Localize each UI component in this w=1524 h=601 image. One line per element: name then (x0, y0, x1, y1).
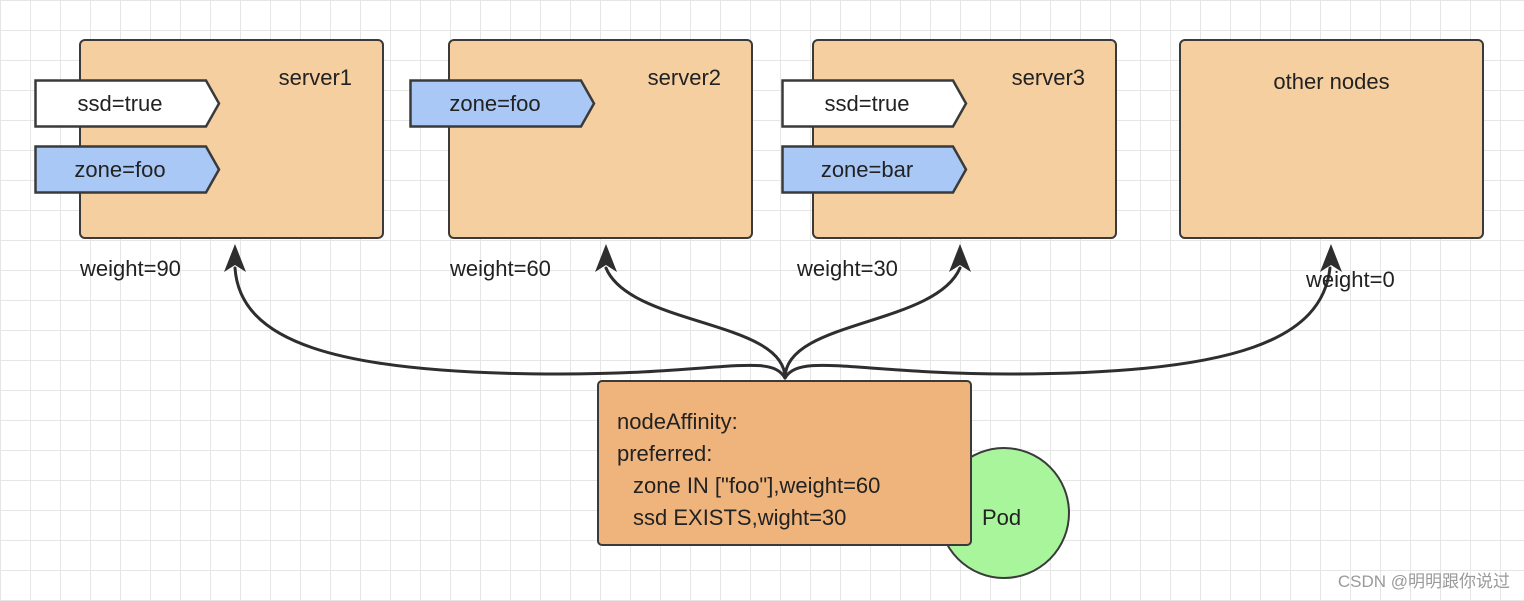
arrow-to-server1 (233, 266, 787, 380)
arrowhead-other-nodes (1320, 244, 1342, 272)
server1-label-ssd: ssd=true (34, 79, 221, 128)
arrow-to-server2 (604, 266, 787, 380)
white-tag-shape (34, 79, 221, 128)
arrow-to-server3 (783, 266, 962, 380)
server3-label-ssd-text: ssd=true (824, 91, 910, 116)
other-nodes-node: other nodes (1179, 39, 1484, 239)
server2-label-zone-text: zone=foo (449, 91, 541, 116)
arrowhead-server1 (224, 244, 246, 272)
affinity-line-3: zone IN ["foo"],weight=60 (633, 473, 881, 498)
server2-node: server2 (448, 39, 753, 239)
pod-label: Pod (982, 505, 1022, 530)
node-affinity-box: nodeAffinity: preferred: zone IN ["foo"]… (597, 380, 972, 546)
affinity-line-2: preferred: (617, 441, 713, 466)
arrowhead-server2 (595, 244, 617, 272)
csdn-watermark: CSDN @明明跟你说过 (1337, 572, 1510, 591)
arrow-to-other-nodes (783, 266, 1332, 380)
server1-node: server1 (79, 39, 384, 239)
server3-label-ssd: ssd=true (781, 79, 968, 128)
server1-title: server1 (278, 65, 352, 90)
server1-label-ssd-text: ssd=true (77, 91, 163, 116)
other-nodes-title: other nodes (1273, 69, 1390, 94)
server3-weight: weight=30 (797, 256, 898, 281)
server2-title: server2 (647, 65, 721, 90)
server1-weight: weight=90 (80, 256, 181, 281)
server3-label-zone-text: zone=bar (820, 157, 914, 182)
arrowhead-server3 (949, 244, 971, 272)
server3-title: server3 (1011, 65, 1085, 90)
server2-weight: weight=60 (450, 256, 551, 281)
server3-label-zone: zone=bar (781, 145, 968, 194)
server1-label-zone: zone=foo (34, 145, 221, 194)
server1-label-zone-text: zone=foo (74, 157, 166, 182)
affinity-line-4: ssd EXISTS,wight=30 (633, 505, 847, 530)
white-tag-shape (781, 79, 968, 128)
server3-node: server3 (812, 39, 1117, 239)
server2-label-zone: zone=foo (409, 79, 596, 128)
blue-tag-shape (409, 79, 596, 128)
other-nodes-weight: weight=0 (1306, 267, 1395, 292)
blue-tag-shape (781, 145, 968, 194)
blue-tag-shape (34, 145, 221, 194)
affinity-line-1: nodeAffinity: (617, 409, 738, 434)
